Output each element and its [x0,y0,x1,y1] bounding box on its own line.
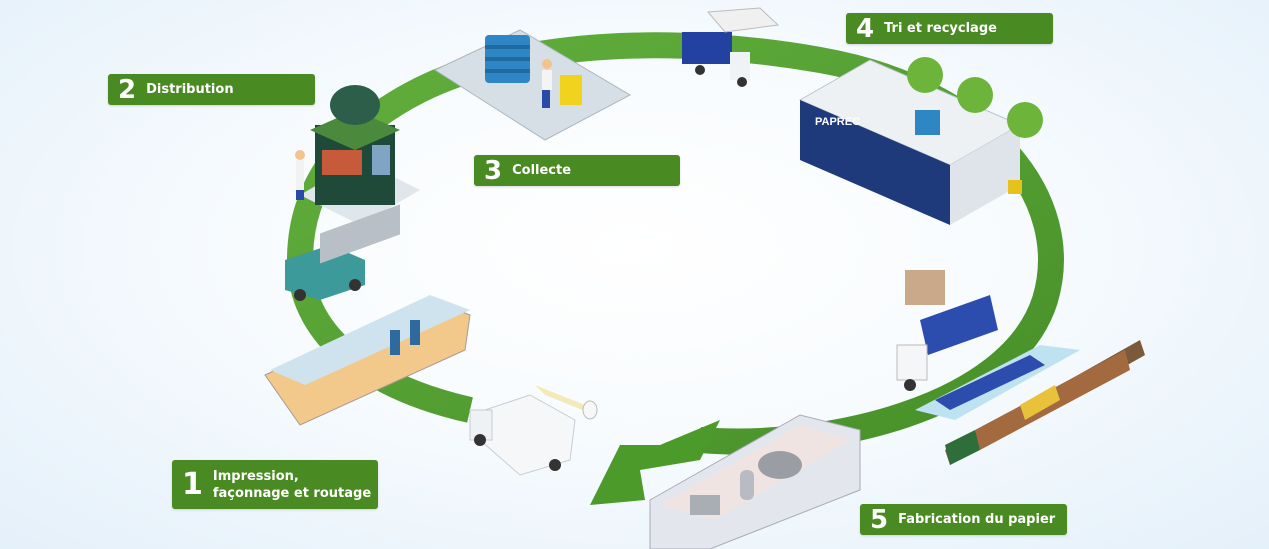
paper-roll-truck-illustration [469,385,598,476]
step-4-label: 4 Tri et recyclage [846,13,1053,44]
step-number: 4 [856,13,875,44]
step-number: 1 [182,466,203,502]
step-title: Fabrication du papier [898,512,1056,527]
step-title: Impression, façonnage et routage [213,468,371,502]
garbage-truck-illustration [682,7,780,87]
paprec-logo: PAPREC [815,116,860,128]
step-title: Tri et recyclage [884,21,997,36]
sorting-center-illustration: PAPREC [798,57,1043,225]
printing-plant-illustration [264,204,471,426]
step-1-label: 1 Impression, façonnage et routage [172,460,378,509]
delivery-van-illustration [285,245,365,301]
step-number: 2 [118,74,137,105]
collection-bins-illustration [433,29,632,141]
step-3-label: 3 Collecte [474,155,680,186]
newspaper-kiosk-illustration [295,85,420,225]
step-title: Distribution [146,82,234,97]
step-title: Collecte [512,163,572,178]
step-2-label: 2 Distribution [108,74,315,105]
transport-illustration [896,270,1145,465]
step-title-line: Impression, [212,468,299,484]
paper-mill-illustration [649,414,861,549]
step-title-line: façonnage et routage [212,485,372,501]
step-number: 5 [870,504,889,535]
step-number: 3 [484,155,503,186]
step-5-label: 5 Fabrication du papier [860,504,1067,535]
